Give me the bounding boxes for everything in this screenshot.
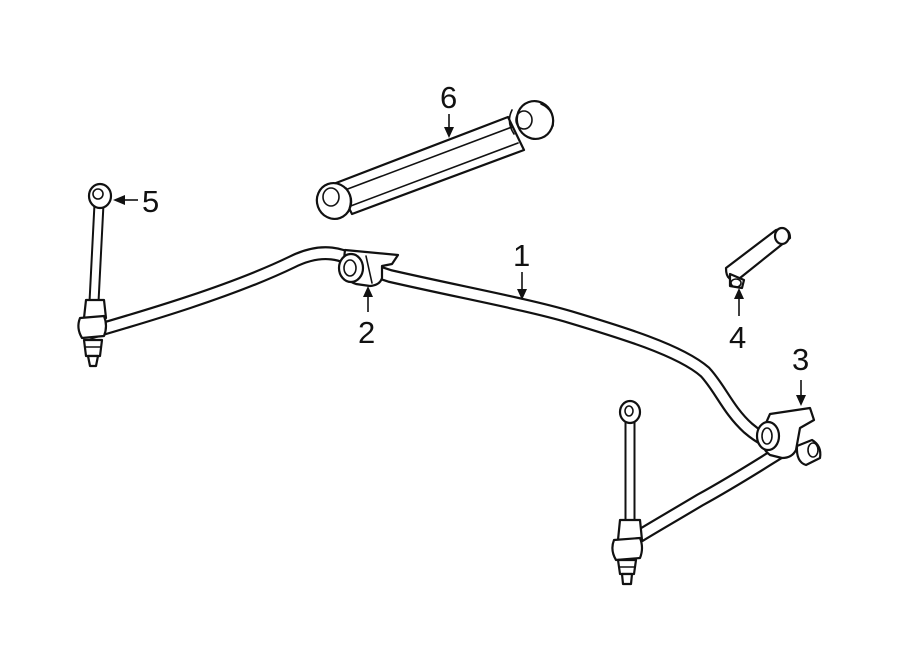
leader-5 (113, 195, 138, 205)
leader-2 (363, 286, 373, 312)
callout-1: 1 (513, 238, 530, 273)
left-stabilizer-link (77, 182, 113, 368)
leader-1 (517, 272, 527, 300)
shock-absorber (315, 100, 555, 220)
callout-2: 2 (358, 315, 375, 350)
callout-3: 3 (792, 342, 809, 377)
callout-5: 5 (142, 184, 159, 219)
callout-4: 4 (729, 320, 746, 355)
leader-4 (734, 288, 744, 316)
stabilizer-bar (85, 246, 797, 552)
callout-6: 6 (440, 80, 457, 115)
leader-3 (796, 380, 806, 406)
leader-6 (444, 114, 454, 138)
right-bushing-bracket (755, 406, 822, 467)
stabilizer-bushing-bracket (337, 248, 400, 288)
right-stabilizer-link (611, 399, 644, 586)
bar-bracket-clamp (724, 226, 792, 290)
